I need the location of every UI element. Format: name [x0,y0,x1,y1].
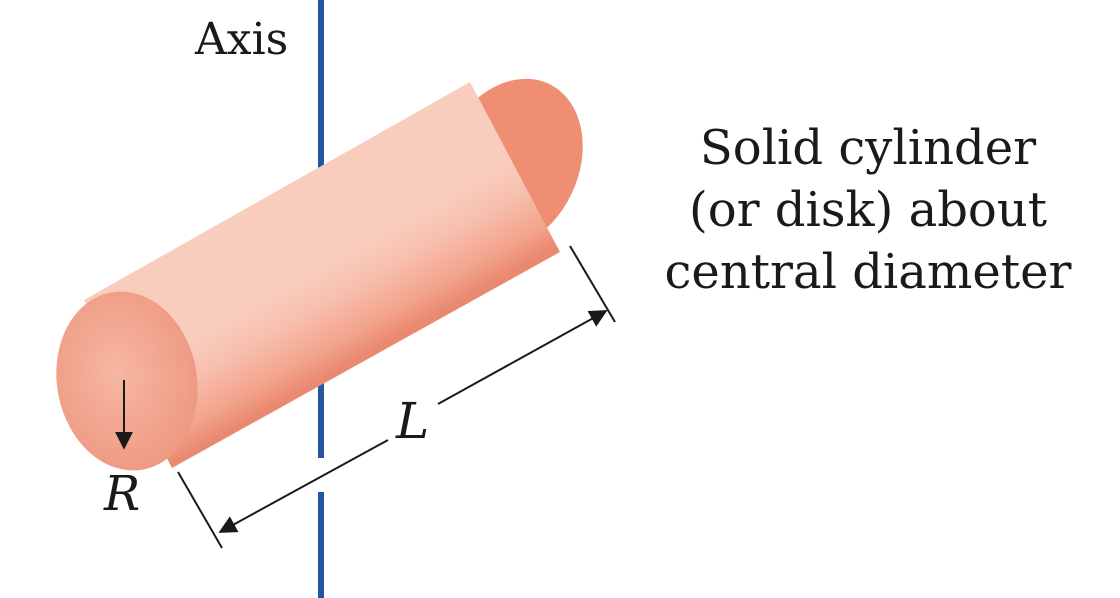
axis-label: Axis [194,14,288,65]
caption: Solid cylinder (or disk) about central d… [665,120,1072,300]
caption-line-2: (or disk) about [689,182,1047,238]
length-extension-left [177,471,223,549]
cylinder-body [84,82,560,468]
cylinder-near-end [56,291,198,471]
radius-label: R [103,466,140,522]
caption-line-3: central diameter [665,244,1072,300]
length-extension-right [569,245,616,323]
length-arrow-upper [437,310,608,405]
caption-line-1: Solid cylinder [700,120,1036,176]
length-arrow-lower [218,439,389,533]
length-label: L [395,392,429,450]
